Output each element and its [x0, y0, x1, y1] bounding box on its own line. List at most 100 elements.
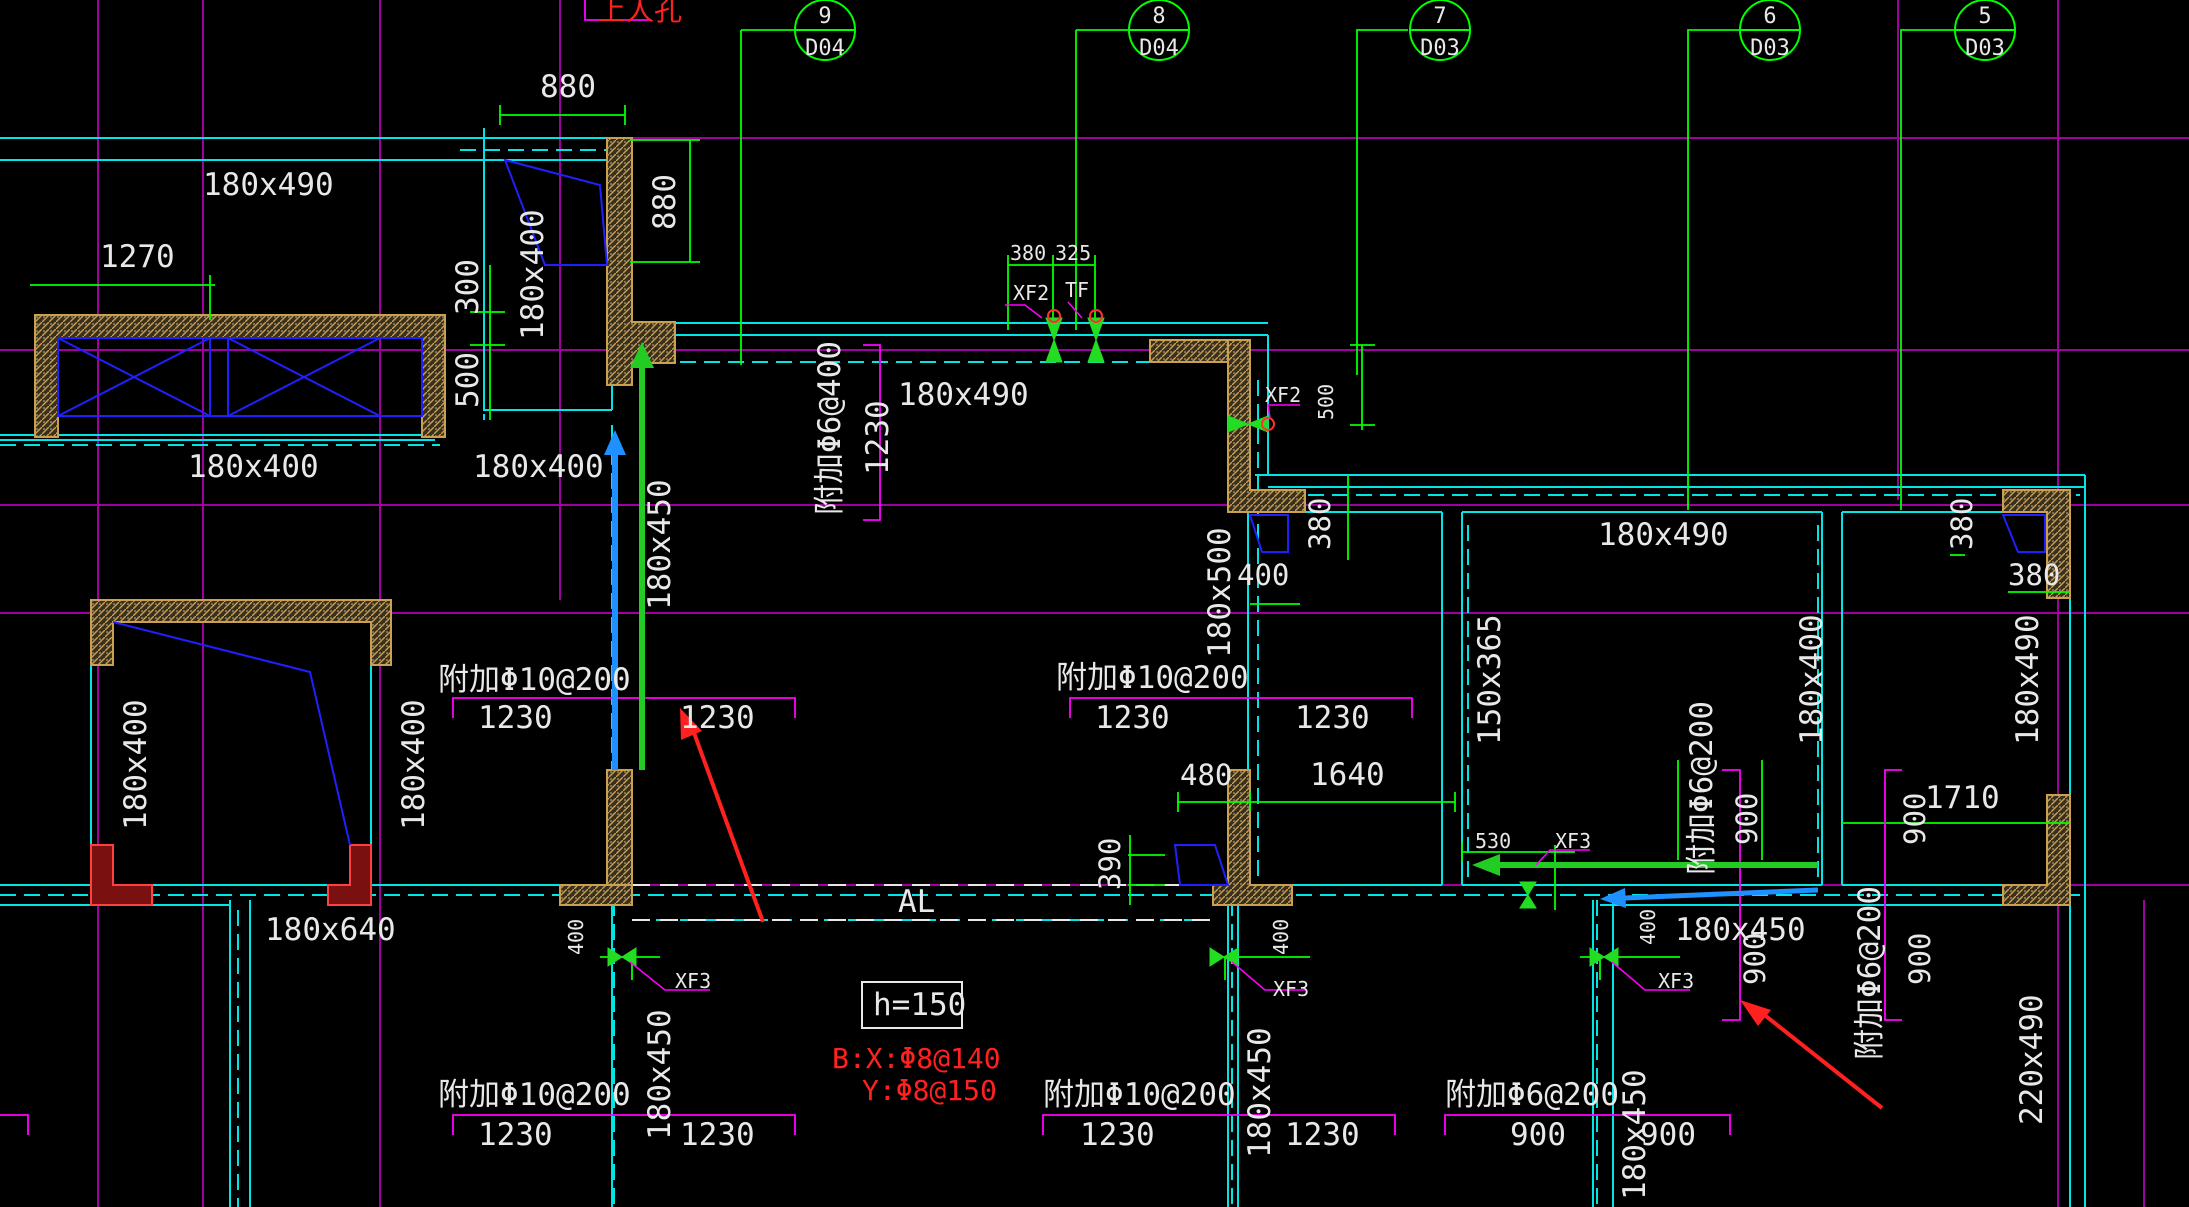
svg-text:400: 400	[1636, 909, 1660, 945]
svg-text:1270: 1270	[100, 239, 175, 275]
svg-text:380: 380	[1303, 498, 1337, 550]
svg-text:180x400: 180x400	[515, 209, 551, 340]
svg-text:900: 900	[1898, 793, 1932, 845]
svg-text:150x365: 150x365	[1472, 614, 1508, 745]
equipment-outlines	[57, 158, 2046, 886]
svg-text:1710: 1710	[1925, 780, 2000, 816]
svg-text:180x450: 180x450	[1675, 912, 1806, 948]
axis-bubble-ref: D03	[1420, 36, 1460, 61]
svg-text:180x400: 180x400	[473, 449, 604, 485]
svg-text:500: 500	[1314, 384, 1338, 420]
axis-bubble-number: 9	[818, 4, 831, 29]
svg-text:880: 880	[540, 69, 596, 105]
svg-text:附加Φ10@200: 附加Φ10@200	[1056, 660, 1249, 696]
svg-text:180x500: 180x500	[1202, 527, 1238, 658]
svg-text:1640: 1640	[1310, 757, 1385, 793]
svg-text:380: 380	[2008, 558, 2060, 592]
svg-text:1230: 1230	[680, 700, 755, 736]
svg-text:400: 400	[1269, 919, 1293, 955]
svg-text:390: 390	[1093, 838, 1127, 890]
axis-bubble-number: 7	[1433, 4, 1446, 29]
slab-rebar-y: Y:Φ8@150	[862, 1074, 997, 1107]
damper-symbols[interactable]	[607, 309, 1619, 967]
axis-bubble-9[interactable]: 9 D04	[794, 0, 856, 61]
axis-bubble-6[interactable]: 6 D03	[1739, 0, 1801, 61]
top-label: 上人孔	[598, 0, 682, 27]
rebar-brackets	[0, 0, 1902, 1135]
svg-text:XF3: XF3	[1273, 977, 1309, 1001]
svg-text:TF: TF	[1065, 278, 1089, 302]
axis-bubble-5[interactable]: 5 D03	[1954, 0, 2016, 61]
svg-text:1230: 1230	[1080, 1117, 1155, 1153]
svg-text:1230: 1230	[478, 700, 553, 736]
axis-bubble-ref: D03	[1750, 36, 1790, 61]
svg-text:附加Φ6@200: 附加Φ6@200	[1852, 886, 1888, 1060]
svg-text:180x640: 180x640	[265, 912, 396, 948]
svg-text:附加Φ10@200: 附加Φ10@200	[438, 1077, 631, 1113]
slab-annotation[interactable]: AL h=150 B:X:Φ8@140 Y:Φ8@150	[832, 884, 1001, 1107]
svg-text:附加Φ6@200: 附加Φ6@200	[1684, 701, 1720, 875]
svg-text:180x450: 180x450	[1617, 1069, 1653, 1200]
svg-text:180x400: 180x400	[396, 699, 432, 830]
svg-text:900: 900	[1730, 793, 1764, 845]
svg-text:XF3: XF3	[1555, 829, 1591, 853]
svg-text:180x400: 180x400	[1794, 614, 1830, 745]
svg-text:XF2: XF2	[1013, 281, 1049, 305]
svg-text:500: 500	[450, 352, 486, 408]
svg-text:480: 480	[1180, 758, 1232, 792]
svg-text:900: 900	[1510, 1117, 1566, 1153]
svg-text:180x490: 180x490	[898, 377, 1029, 413]
slab-thickness-box	[861, 981, 963, 1029]
svg-text:530: 530	[1475, 829, 1511, 853]
svg-text:900: 900	[1738, 933, 1772, 985]
svg-text:180x490: 180x490	[2010, 614, 2046, 745]
svg-text:380: 380	[1945, 498, 1979, 550]
svg-text:XF3: XF3	[1658, 969, 1694, 993]
axis-bubble-number: 8	[1152, 4, 1165, 29]
axis-bubble-number: 6	[1763, 4, 1776, 29]
svg-text:XF2: XF2	[1265, 383, 1301, 407]
svg-text:1230: 1230	[860, 400, 896, 475]
red-columns	[90, 844, 372, 906]
dimension-labels: 880 880 1270 300 500 380 325 500 380 380…	[100, 69, 2060, 985]
svg-text:1230: 1230	[1095, 700, 1170, 736]
rebar-labels: 附加Φ6@400 1230 附加Φ10@200 1230 1230 附加Φ10@…	[438, 341, 1888, 1153]
svg-text:1230: 1230	[478, 1117, 553, 1153]
svg-text:180x490: 180x490	[1598, 517, 1729, 553]
svg-text:900: 900	[1903, 933, 1937, 985]
svg-text:180x450: 180x450	[1242, 1027, 1278, 1158]
svg-text:附加Φ10@200: 附加Φ10@200	[438, 662, 631, 698]
beam-labels: 180x490 180x400 180x400 180x400 180x490 …	[118, 167, 2050, 1200]
svg-text:180x490: 180x490	[203, 167, 334, 203]
svg-text:180x400: 180x400	[118, 699, 154, 830]
svg-text:880: 880	[647, 174, 683, 230]
svg-text:300: 300	[450, 259, 486, 315]
svg-text:1230: 1230	[680, 1117, 755, 1153]
svg-text:400: 400	[1237, 558, 1289, 592]
svg-text:1230: 1230	[1285, 1117, 1360, 1153]
svg-text:XF3: XF3	[675, 969, 711, 993]
svg-text:900: 900	[1640, 1117, 1696, 1153]
axis-bubble-number: 5	[1978, 4, 1991, 29]
damper-leaders	[629, 301, 1690, 991]
al-line	[632, 884, 1215, 921]
svg-text:380: 380	[1010, 241, 1046, 265]
svg-text:附加Φ10@200: 附加Φ10@200	[1043, 1077, 1236, 1113]
svg-text:1230: 1230	[1295, 700, 1370, 736]
axis-bubble-ref: D04	[805, 36, 845, 61]
svg-text:180x450: 180x450	[642, 1009, 678, 1140]
axis-bubble-ref: D03	[1965, 36, 2005, 61]
svg-text:附加Φ6@400: 附加Φ6@400	[812, 341, 848, 515]
axis-bubble-ref: D04	[1139, 36, 1179, 61]
svg-text:180x450: 180x450	[642, 479, 678, 610]
svg-text:400: 400	[564, 919, 588, 955]
axis-bubble-7[interactable]: 7 D03	[1409, 0, 1471, 61]
slab-thickness: h=150	[873, 987, 966, 1023]
svg-text:附加Φ6@200: 附加Φ6@200	[1445, 1077, 1619, 1113]
damper-labels: XF2 TF XF2 XF3 XF3 XF3 XF3	[675, 278, 1694, 1001]
annotation-arrows	[604, 342, 1884, 1110]
svg-text:220x490: 220x490	[2014, 994, 2050, 1125]
axis-bubble-8[interactable]: 8 D04	[1128, 0, 1190, 61]
svg-text:325: 325	[1055, 241, 1091, 265]
